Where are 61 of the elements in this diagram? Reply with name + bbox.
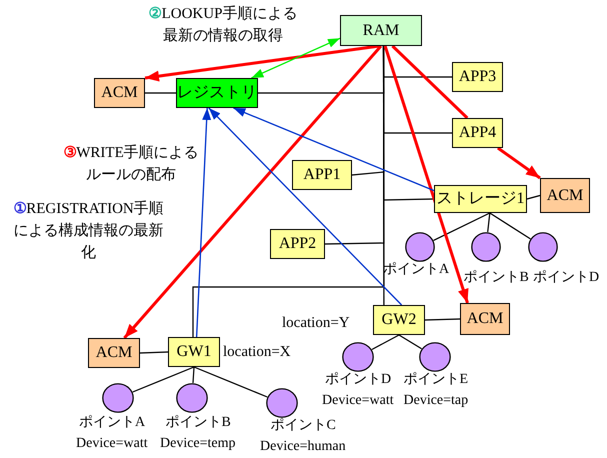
arrow bbox=[497, 146, 541, 180]
process-box: レジストリ bbox=[176, 78, 258, 108]
circle-symbol bbox=[528, 232, 558, 262]
process-box: RAM bbox=[340, 15, 422, 46]
connector-line bbox=[372, 334, 400, 350]
attribute-label: location=Y bbox=[282, 314, 350, 333]
process-box: GW2 bbox=[373, 305, 425, 335]
point-caption: ポイントB bbox=[464, 269, 529, 287]
process-box: ストレージ1 bbox=[434, 185, 527, 213]
process-box: GW1 bbox=[168, 337, 220, 367]
device-caption: Device=human bbox=[260, 438, 346, 456]
point-caption: ポイントD bbox=[325, 371, 392, 389]
circle-symbol bbox=[266, 388, 298, 418]
connector-line bbox=[489, 212, 531, 240]
circle-symbol bbox=[176, 383, 208, 413]
arrow bbox=[208, 108, 402, 306]
connector-line bbox=[433, 212, 490, 241]
step-annotation: ①REGISTRATION手順による構成情報の最新化 bbox=[12, 200, 165, 262]
process-box: ACM bbox=[460, 303, 510, 335]
device-caption: Device=watt bbox=[322, 392, 394, 410]
connector-line bbox=[382, 46, 384, 305]
arrow bbox=[123, 45, 382, 339]
circle-symbol bbox=[342, 342, 374, 372]
connector-line bbox=[132, 366, 194, 393]
connector-line bbox=[526, 194, 540, 200]
connector-line bbox=[487, 212, 490, 232]
circle-symbol bbox=[405, 232, 435, 262]
process-box: APP3 bbox=[452, 62, 503, 92]
process-box: ACM bbox=[88, 338, 140, 368]
device-caption: Device=watt bbox=[76, 435, 148, 453]
device-caption: Device=tap bbox=[404, 392, 468, 410]
connector-line bbox=[424, 318, 460, 321]
arrow bbox=[251, 38, 340, 79]
process-box: ACM bbox=[94, 78, 145, 108]
connector-line bbox=[192, 366, 195, 384]
point-caption: ポイントC bbox=[270, 417, 336, 435]
process-box: APP1 bbox=[292, 160, 352, 190]
process-box: APP4 bbox=[452, 118, 503, 148]
step-annotation: ③WRITE手順によるルールの配布 bbox=[62, 144, 200, 185]
arrow bbox=[144, 44, 380, 82]
point-caption: ポイントA bbox=[383, 261, 450, 279]
arrow bbox=[196, 108, 212, 338]
attribute-label: location=X bbox=[223, 343, 291, 362]
circle-symbol bbox=[471, 232, 501, 262]
point-caption: ポイントE bbox=[404, 371, 468, 389]
circle-symbol bbox=[102, 383, 134, 413]
circle-symbol bbox=[419, 342, 451, 372]
connector-line bbox=[194, 366, 268, 398]
arrow bbox=[384, 46, 469, 304]
connector-line bbox=[140, 351, 168, 354]
point-caption: ポイントA bbox=[79, 414, 146, 432]
connector-line bbox=[391, 44, 468, 120]
process-box: APP2 bbox=[270, 229, 325, 259]
step-annotation: ②LOOKUP手順による最新の情報の取得 bbox=[148, 4, 298, 46]
connector-line bbox=[398, 334, 422, 350]
connector-line bbox=[145, 92, 176, 94]
process-box: ACM bbox=[540, 178, 590, 213]
point-caption: ポイントB bbox=[166, 414, 231, 432]
arrow bbox=[233, 107, 434, 192]
point-caption: ポイントD bbox=[533, 269, 600, 287]
device-caption: Device=temp bbox=[160, 435, 236, 453]
